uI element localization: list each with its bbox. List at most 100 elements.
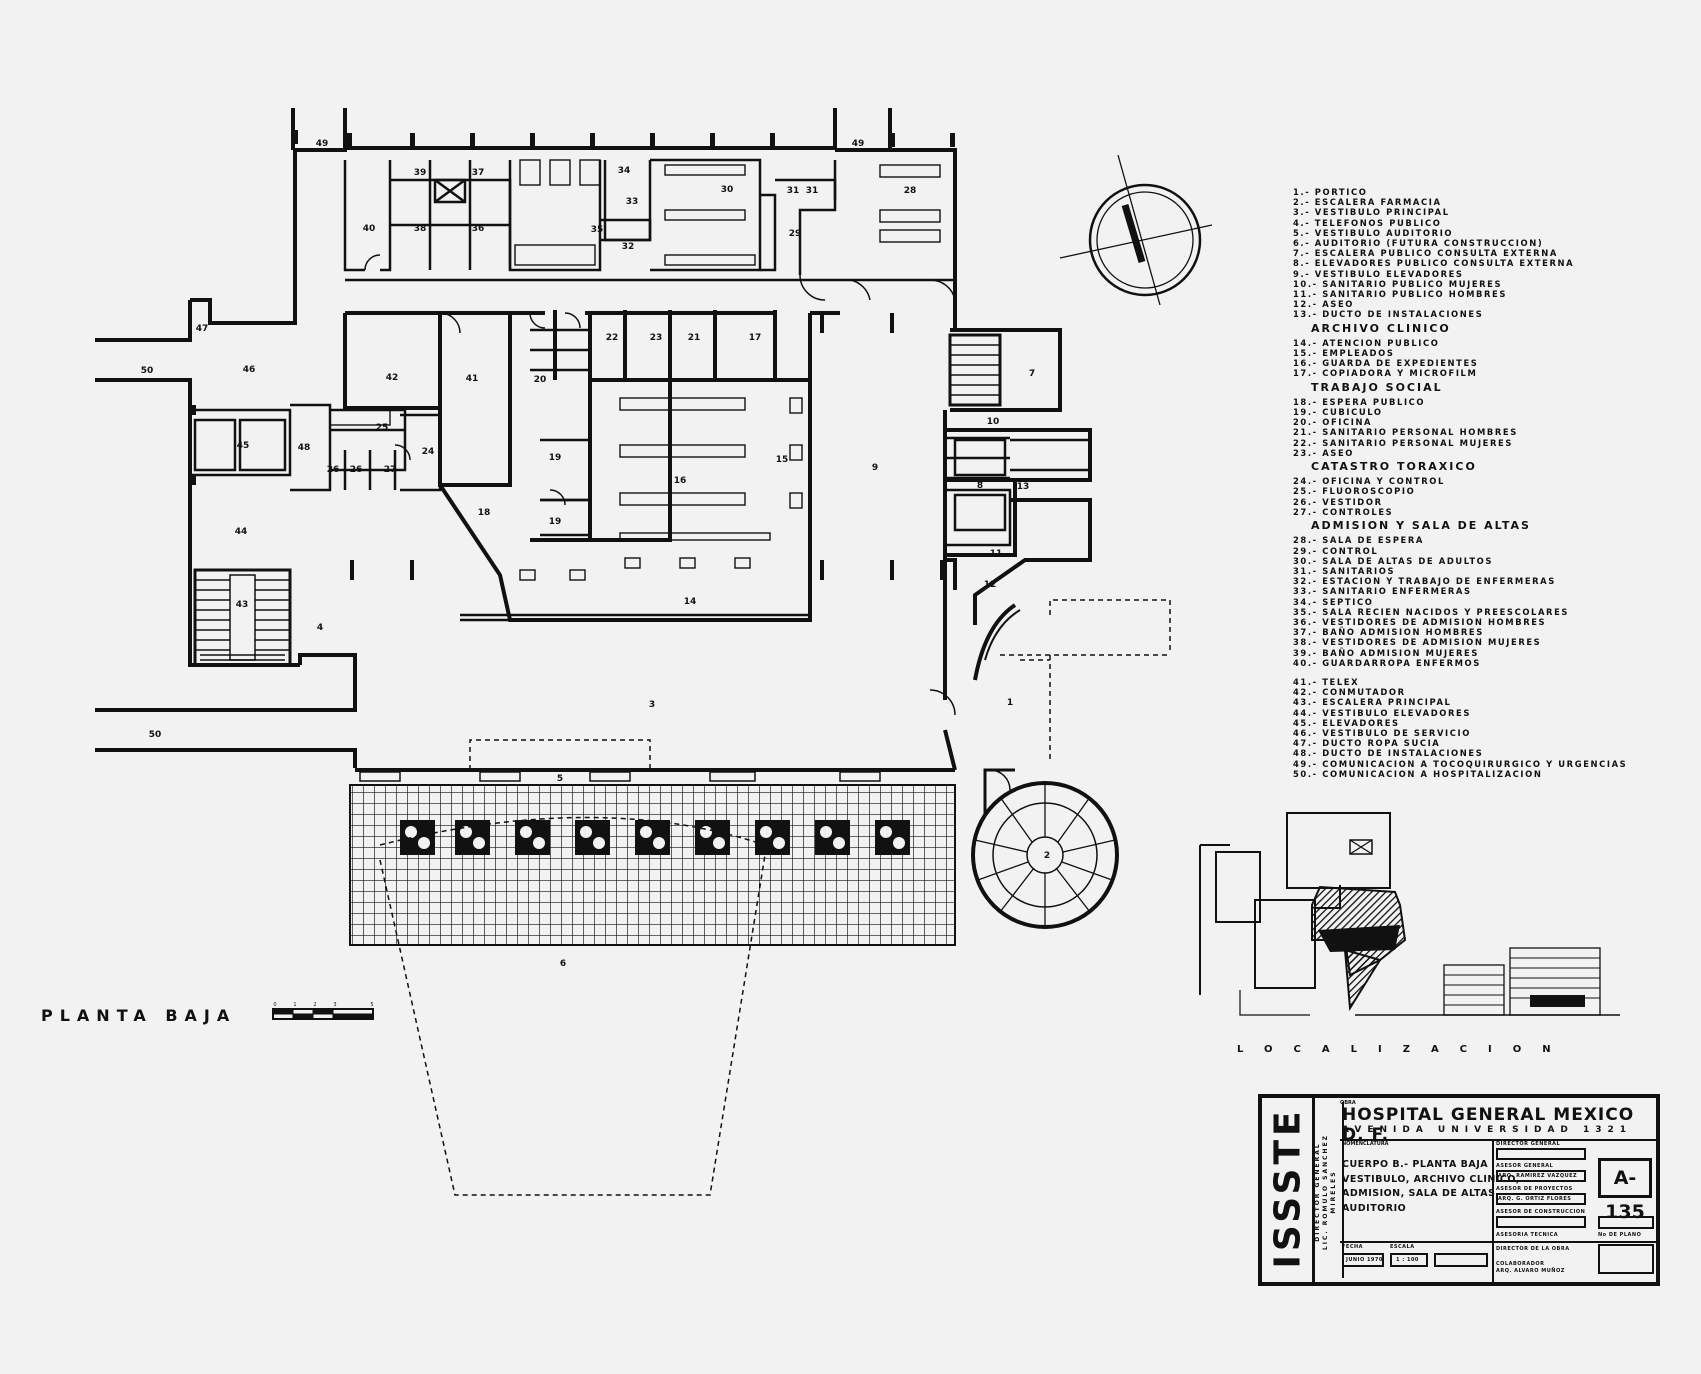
- room-label: 40: [363, 224, 376, 234]
- legend-heading: ADMISION Y SALA DE ALTAS: [1311, 519, 1531, 533]
- room-label: 26: [350, 465, 363, 475]
- asesor-proyectos-name: ARQ. G. ORTIZ FLORES: [1498, 1196, 1572, 1202]
- logo-text: ISSSTE: [1267, 1107, 1309, 1269]
- room-label: 41: [466, 374, 479, 384]
- legend-item: 29.- CONTROL: [1293, 545, 1379, 556]
- legend-heading: TRABAJO SOCIAL: [1311, 380, 1443, 394]
- legend-item: 4.- TELEFONOS PUBLICO: [1293, 217, 1442, 228]
- legend-item: 22.- SANITARIO PERSONAL MUJERES: [1293, 437, 1513, 448]
- room-label: 12: [984, 580, 997, 590]
- legend-item: 37.- BAÑO ADMISION HOMBRES: [1293, 627, 1484, 638]
- legend-item: 28.- SALA DE ESPERA: [1293, 535, 1425, 546]
- description-line: ADMISION, SALA DE ALTAS,: [1342, 1188, 1500, 1199]
- legend-item: 8.- ELEVADORES PUBLICO CONSULTA EXTERNA: [1293, 258, 1575, 269]
- legend-item: 26.- VESTIDOR: [1293, 496, 1383, 507]
- room-labels: 1 2 3 4 5 6 7 8 9 10 11 12 13 14 15 16 1…: [141, 139, 1050, 969]
- room-label: 20: [534, 375, 547, 385]
- legend-item: 7.- ESCALERA PUBLICO CONSULTA EXTERNA: [1293, 248, 1558, 259]
- room-label: 35: [591, 225, 604, 235]
- interior-walls: [190, 158, 1092, 622]
- escala-value: 1 : 100: [1396, 1257, 1419, 1263]
- room-label: 50: [141, 366, 154, 376]
- room-label: 18: [478, 508, 491, 518]
- room-label: 50: [149, 730, 162, 740]
- nomenclatura-label: NOMENCLATURA: [1342, 1141, 1389, 1147]
- room-label: 46: [243, 365, 256, 375]
- asesor-general-label: ASESOR GENERAL: [1496, 1163, 1554, 1169]
- legend-item: 50.- COMUNICACION A HOSPITALIZACION: [1293, 768, 1543, 779]
- legend-item: 19.- CUBICULO: [1293, 407, 1383, 418]
- legend-item: 36.- VESTIDORES DE ADMISION HOMBRES: [1293, 616, 1547, 627]
- room-label: 26: [327, 465, 340, 475]
- scale-tick: 5: [370, 1002, 373, 1008]
- room-label: 3: [649, 700, 655, 710]
- spiral-stair: [971, 768, 1119, 929]
- room-label: 17: [749, 333, 762, 343]
- legend-item: 21.- SANITARIO PERSONAL HOMBRES: [1293, 427, 1518, 438]
- legend-item: 24.- OFICINA Y CONTROL: [1293, 476, 1445, 487]
- legend-item: 18.- ESPERA PUBLICO: [1293, 396, 1426, 407]
- planters: [400, 820, 910, 855]
- description-line: AUDITORIO: [1342, 1202, 1407, 1214]
- legend-heading: CATASTRO TORAXICO: [1311, 460, 1477, 474]
- legend-item: 41.- TELEX: [1293, 676, 1360, 687]
- room-label: 47: [196, 324, 209, 334]
- legend-item: 45.- ELEVADORES: [1293, 717, 1400, 728]
- legend-item: 33.- SANITARIO ENFERMERAS: [1293, 586, 1472, 597]
- location-title: LOCALIZACION: [1237, 1044, 1572, 1055]
- asesoria-tecnica-label: ASESORIA TECNICA: [1496, 1232, 1559, 1238]
- legend-item: 46.- VESTIBULO DE SERVICIO: [1293, 727, 1471, 738]
- director-name: LIC. ROMULO SANCHEZ MIRELES: [1322, 1133, 1337, 1251]
- structural-columns: [190, 130, 955, 580]
- escala-label: ESCALA: [1390, 1244, 1415, 1250]
- room-label: 32: [622, 242, 635, 252]
- legend-item: 6.- AUDITORIO (FUTURA CONSTRUCCION): [1293, 238, 1544, 249]
- planter-foliage: [405, 826, 905, 849]
- sheet-number: A-135: [1598, 1158, 1652, 1223]
- room-label: 8: [977, 481, 983, 491]
- legend-item: 17.- COPIADORA Y MICROFILM: [1293, 368, 1478, 379]
- room-label: 49: [852, 139, 865, 149]
- legend-item: 30.- SALA DE ALTAS DE ADULTOS: [1293, 555, 1494, 566]
- room-label: 38: [414, 224, 427, 234]
- legend-item: 12.- ASEO: [1293, 299, 1354, 310]
- asesor-proyectos-label: ASESOR DE PROYECTOS: [1496, 1186, 1573, 1192]
- room-label: 2: [1044, 851, 1050, 861]
- room-label: 19: [549, 517, 562, 527]
- room-label: 4: [317, 623, 323, 633]
- room-label: 31: [806, 186, 819, 196]
- legend-item: 38.- VESTIDORES DE ADMISION MUJERES: [1293, 637, 1542, 648]
- asesor-general-name: ARQ. RAMIREZ VAZQUEZ: [1498, 1173, 1578, 1179]
- asesor-construccion-label: ASESOR DE CONSTRUCCION: [1496, 1209, 1586, 1215]
- room-label: 29: [789, 229, 802, 239]
- legend-item: 16.- GUARDA DE EXPEDIENTES: [1293, 358, 1479, 369]
- obra-label: OBRA: [1340, 1100, 1356, 1106]
- director-obra-label: DIRECTOR DE LA OBRA: [1496, 1246, 1570, 1252]
- no-plano-label: No DE PLANO: [1598, 1232, 1642, 1238]
- legend-item: 31.- SANITARIOS: [1293, 565, 1396, 576]
- scale-tick: 0: [273, 1002, 276, 1008]
- legend-item: 14.- ATENCION PUBLICO: [1293, 337, 1440, 348]
- legend-item: 11.- SANITARIO PUBLICO HOMBRES: [1293, 289, 1508, 300]
- legend-item: 34.- SEPTICO: [1293, 596, 1374, 607]
- scale-tick-labels: 0 1 2 3 5: [273, 1002, 373, 1008]
- room-label: 27: [384, 465, 397, 475]
- room-label: 39: [414, 168, 427, 178]
- room-label: 34: [618, 166, 631, 176]
- room-label: 11: [990, 549, 1003, 559]
- legend-heading: ARCHIVO CLINICO: [1311, 321, 1451, 335]
- portico-walls: [973, 603, 1021, 681]
- scale-tick: 1: [293, 1002, 296, 1008]
- scale-bar: [272, 1008, 374, 1020]
- legend-item: 35.- SALA RECIEN NACIDOS Y PREESCOLARES: [1293, 606, 1570, 617]
- legend-item: 10.- SANITARIO PUBLICO MUJERES: [1293, 278, 1503, 289]
- room-label: 21: [688, 333, 701, 343]
- room-label: 43: [236, 600, 249, 610]
- room-label: 1: [1007, 698, 1013, 708]
- main-stair: [193, 568, 292, 667]
- colaborador-name: ARQ. ALVARO MUÑOZ: [1496, 1268, 1565, 1274]
- legend-item: 13.- DUCTO DE INSTALACIONES: [1293, 309, 1484, 320]
- description-line: VESTIBULO, ARCHIVO CLINICO,: [1342, 1173, 1520, 1185]
- room-label: 36: [472, 224, 485, 234]
